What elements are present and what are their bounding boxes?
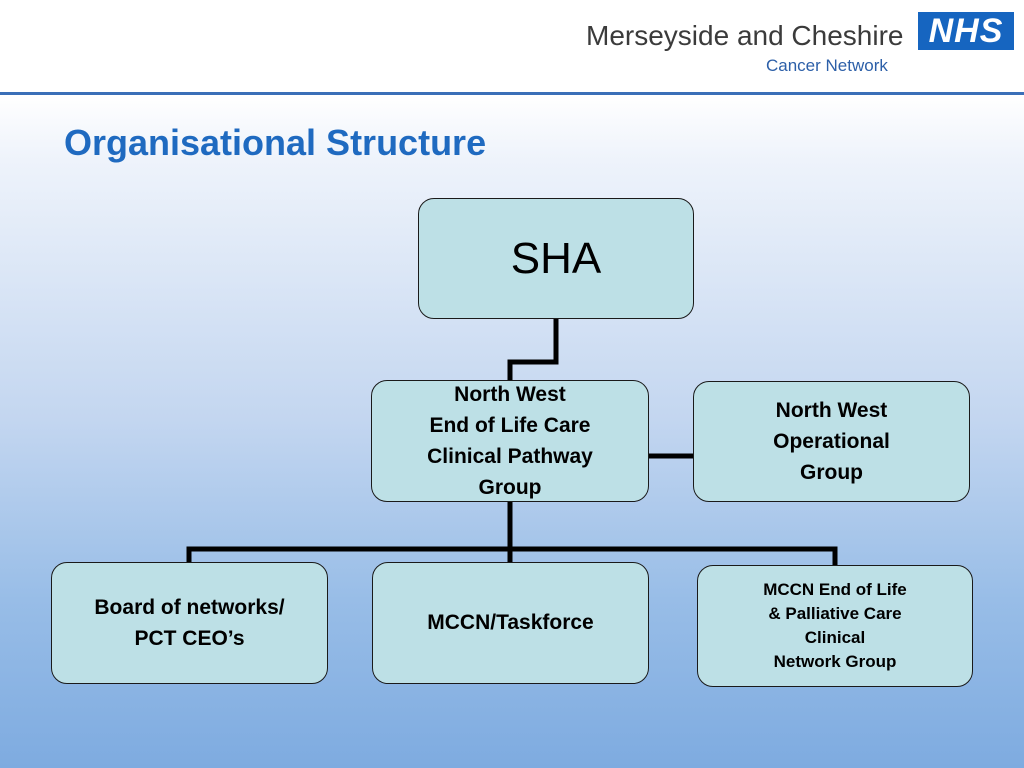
header-divider [0, 92, 1024, 95]
node-board-of-networks: Board of networks/ PCT CEO’s [51, 562, 328, 684]
header-bar: Merseyside and Cheshire Cancer Network N… [0, 0, 1024, 92]
node-nw-operational-group: North West Operational Group [693, 381, 970, 502]
connector-sha-to-nw [507, 316, 559, 383]
node-board-label: Board of networks/ PCT CEO’s [94, 596, 285, 650]
node-mccn-taskforce: MCCN/Taskforce [372, 562, 649, 684]
node-mccn-taskforce-label: MCCN/Taskforce [427, 611, 594, 634]
node-mccn-palliative-label: MCCN End of Life & Palliative Care Clini… [763, 580, 907, 671]
node-nw-pathway-group: North West End of Life Care Clinical Pat… [371, 380, 649, 502]
node-mccn-palliative-group: MCCN End of Life & Palliative Care Clini… [697, 565, 973, 687]
node-nw-pathway-label: North West End of Life Care Clinical Pat… [427, 383, 593, 499]
node-sha-label: SHA [510, 233, 602, 283]
nhs-logo: NHS [918, 12, 1014, 50]
node-nw-operational-label: North West Operational Group [773, 399, 890, 484]
slide-title: Organisational Structure [64, 122, 487, 163]
org-subtitle: Cancer Network [766, 56, 888, 75]
node-sha: SHA [418, 198, 694, 319]
org-name: Merseyside and Cheshire [586, 20, 904, 51]
